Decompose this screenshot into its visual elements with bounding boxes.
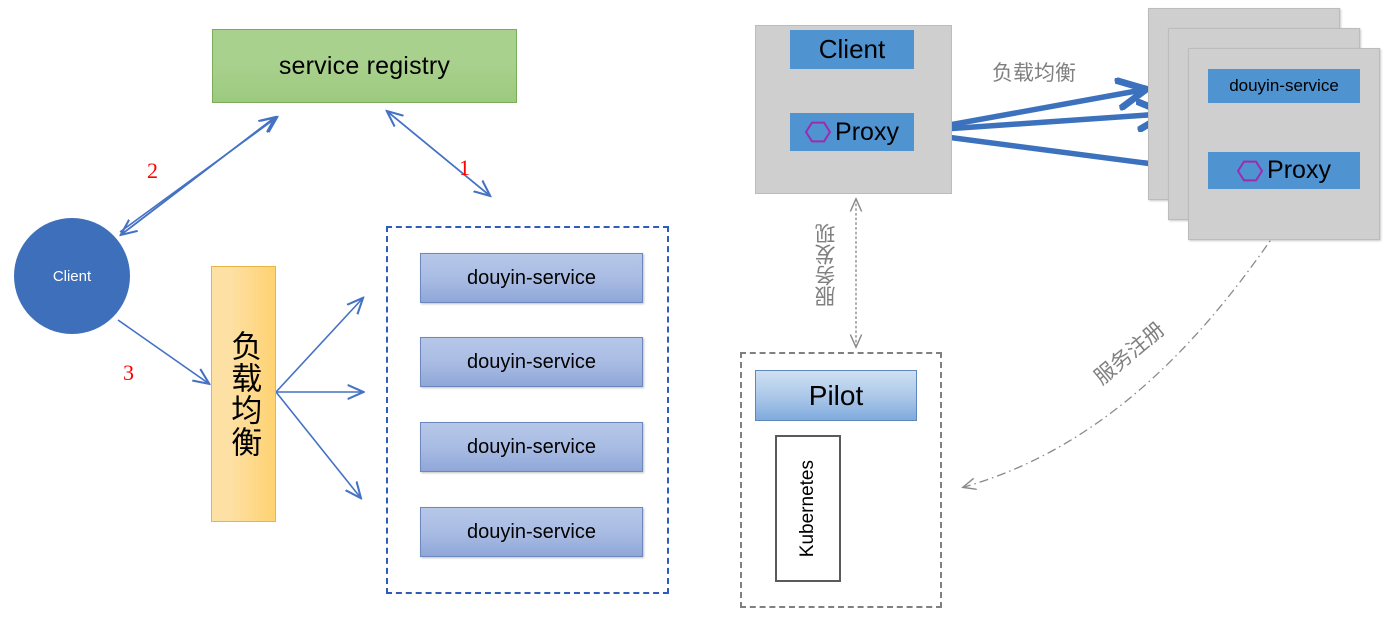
client-pod-proxy-chip[interactable]: Proxy: [790, 113, 914, 151]
douyin-service-box-2[interactable]: douyin-service: [420, 337, 643, 387]
service-pod-proxy-chip[interactable]: Proxy: [1208, 152, 1360, 189]
service-pod-app-chip[interactable]: douyin-service: [1208, 69, 1360, 103]
load-balance-edge-label: 负载均衡: [992, 62, 1076, 85]
hexagon-icon: [805, 121, 832, 143]
control-plane-container: [740, 352, 942, 608]
arrow-client-registry: [120, 118, 276, 234]
client-node[interactable]: Client: [14, 218, 130, 334]
service-registration-edge-label: 服务注册: [1090, 317, 1170, 390]
arrow-registry-services: [388, 112, 489, 195]
service-pod-proxy-label: Proxy: [1267, 156, 1331, 184]
load-balancer-label: 负载均衡: [226, 330, 262, 458]
douyin-service-box-4[interactable]: douyin-service: [420, 507, 643, 557]
step-label-2: 2: [147, 158, 158, 183]
load-balancer-box[interactable]: 负载均衡: [211, 266, 276, 522]
kubernetes-label: Kubernetes: [797, 459, 818, 558]
pilot-box[interactable]: Pilot: [755, 370, 917, 421]
step-label-1: 1: [459, 155, 470, 180]
step-label-3: 3: [123, 360, 134, 385]
kubernetes-box[interactable]: Kubernetes: [775, 435, 841, 582]
arrow-lb-fanout: [275, 299, 362, 497]
client-pod-proxy-label: Proxy: [835, 117, 899, 146]
douyin-service-box-1[interactable]: douyin-service: [420, 253, 643, 303]
client-pod-app-chip[interactable]: Client: [790, 30, 914, 69]
hexagon-icon: [1237, 160, 1264, 181]
douyin-service-box-3[interactable]: douyin-service: [420, 422, 643, 472]
service-registry-box[interactable]: service registry: [212, 29, 517, 103]
service-discovery-edge-label: 服务发现: [815, 223, 838, 307]
